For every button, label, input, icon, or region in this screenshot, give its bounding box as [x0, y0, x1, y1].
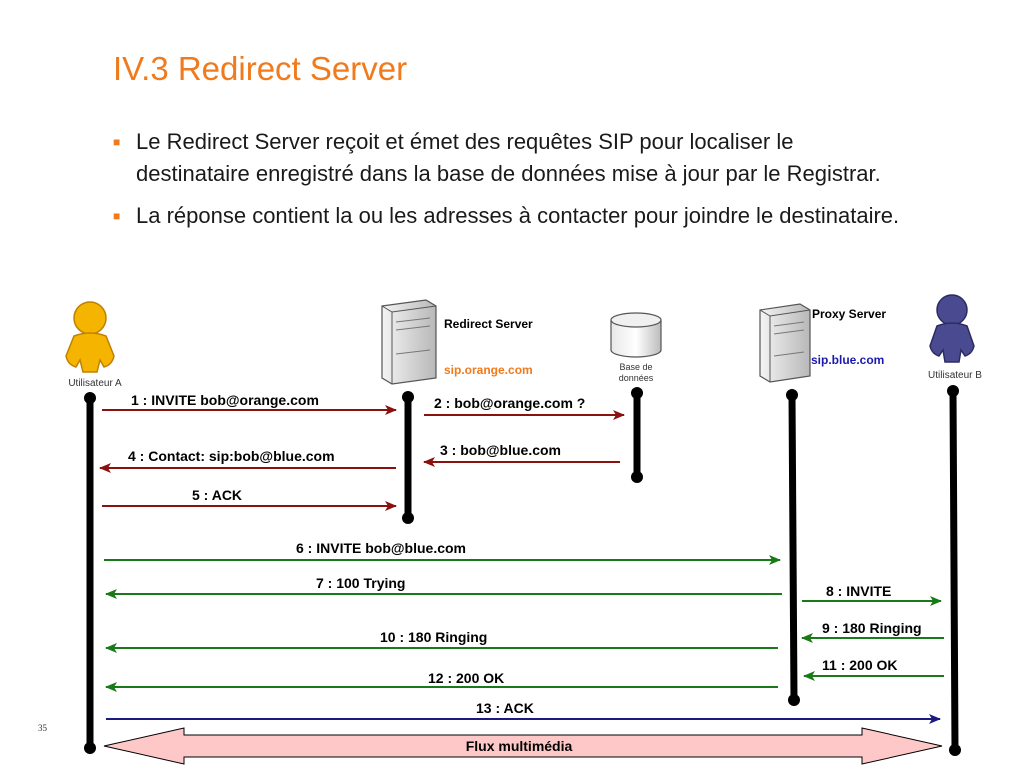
lifeline-user-b	[947, 385, 961, 756]
message-label-9: 9 : 180 Ringing	[822, 620, 922, 636]
bullet-marker: ■	[113, 135, 121, 149]
bullet-list: ■ Le Redirect Server reçoit et émet des r…	[113, 126, 903, 242]
user-b-label: Utilisateur B	[928, 370, 982, 381]
lifeline-user-a	[84, 392, 96, 754]
user-a-label: Utilisateur A	[68, 378, 122, 389]
lifeline-proxy-server	[786, 389, 800, 706]
proxy-server-icon	[759, 303, 811, 383]
bullet-marker: ■	[113, 209, 121, 223]
message-label-12: 12 : 200 OK	[428, 670, 504, 686]
message-label-3: 3 : bob@blue.com	[440, 442, 561, 458]
bullet-item: ■ Le Redirect Server reçoit et émet des r…	[113, 126, 903, 190]
message-label-11: 11 : 200 OK	[822, 657, 898, 673]
page-title: IV.3 Redirect Server	[113, 50, 408, 87]
message-label-5: 5 : ACK	[192, 487, 242, 503]
lifeline-database	[631, 387, 643, 483]
lifeline-redirect-server	[402, 391, 414, 524]
database-label-line2: données	[619, 373, 654, 383]
redirect-domain-label: sip.orange.com	[444, 363, 533, 377]
message-label-1: 1 : INVITE bob@orange.com	[131, 392, 319, 408]
proxy-domain-label: sip.blue.com	[811, 353, 884, 367]
message-label-6: 6 : INVITE bob@blue.com	[296, 540, 466, 556]
bullet-item: ■ La réponse contient la ou les adresses …	[113, 200, 903, 232]
bullet-text: La réponse contient la ou les adresses à…	[136, 203, 900, 228]
message-label-7: 7 : 100 Trying	[316, 575, 405, 591]
proxy-server-label: Proxy Server	[812, 307, 886, 321]
slide-number: 35	[38, 723, 47, 733]
media-flow-arrow	[103, 727, 943, 765]
redirect-server-icon	[381, 299, 437, 385]
user-b-icon	[929, 294, 975, 363]
database-icon	[610, 312, 662, 358]
message-label-10: 10 : 180 Ringing	[380, 629, 487, 645]
media-flow-label: Flux multimédia	[466, 738, 573, 754]
redirect-server-label: Redirect Server	[444, 317, 533, 331]
bullet-text: Le Redirect Server reçoit et émet des re…	[136, 129, 881, 186]
user-a-icon	[65, 301, 115, 373]
message-label-4: 4 : Contact: sip:bob@blue.com	[128, 448, 335, 464]
message-label-8: 8 : INVITE	[826, 583, 891, 599]
message-label-2: 2 : bob@orange.com ?	[434, 395, 585, 411]
message-label-13: 13 : ACK	[476, 700, 534, 716]
database-label-line1: Base de	[619, 362, 652, 372]
